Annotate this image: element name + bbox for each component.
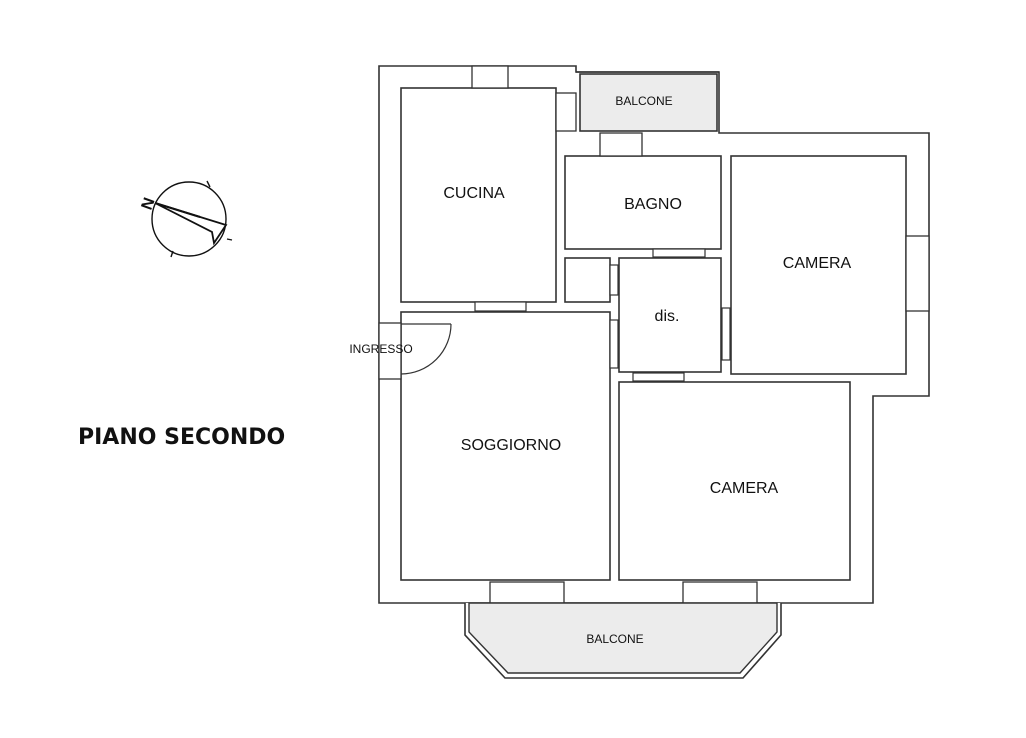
soggiorno-label: SOGGIORNO — [461, 437, 561, 454]
floor-title: PIANO SECONDO — [78, 425, 285, 450]
balcone-top-label: BALCONE — [615, 94, 672, 108]
compass-rose — [151, 180, 233, 258]
room-closet — [564, 257, 611, 303]
doors — [474, 248, 731, 382]
compass-north-letter: N — [139, 196, 159, 213]
windows — [378, 65, 930, 604]
cucina-label: CUCINA — [443, 185, 505, 202]
balcony-bottom — [464, 602, 782, 679]
entrance-door-swing — [400, 323, 452, 375]
disimpegno-label: dis. — [655, 308, 680, 325]
ingresso-label: INGRESSO — [349, 342, 412, 356]
bagno-label: BAGNO — [624, 196, 682, 213]
camera-right-label: CAMERA — [783, 255, 852, 272]
room-camera-right — [730, 155, 907, 375]
room-bagno — [564, 155, 722, 250]
balcony-top — [576, 71, 719, 132]
room-disimpegno — [618, 257, 722, 373]
room-camera-bottom — [618, 381, 851, 581]
room-soggiorno — [400, 311, 611, 581]
camera-bottom-label: CAMERA — [710, 480, 779, 497]
balcone-bottom-label: BALCONE — [586, 632, 643, 646]
